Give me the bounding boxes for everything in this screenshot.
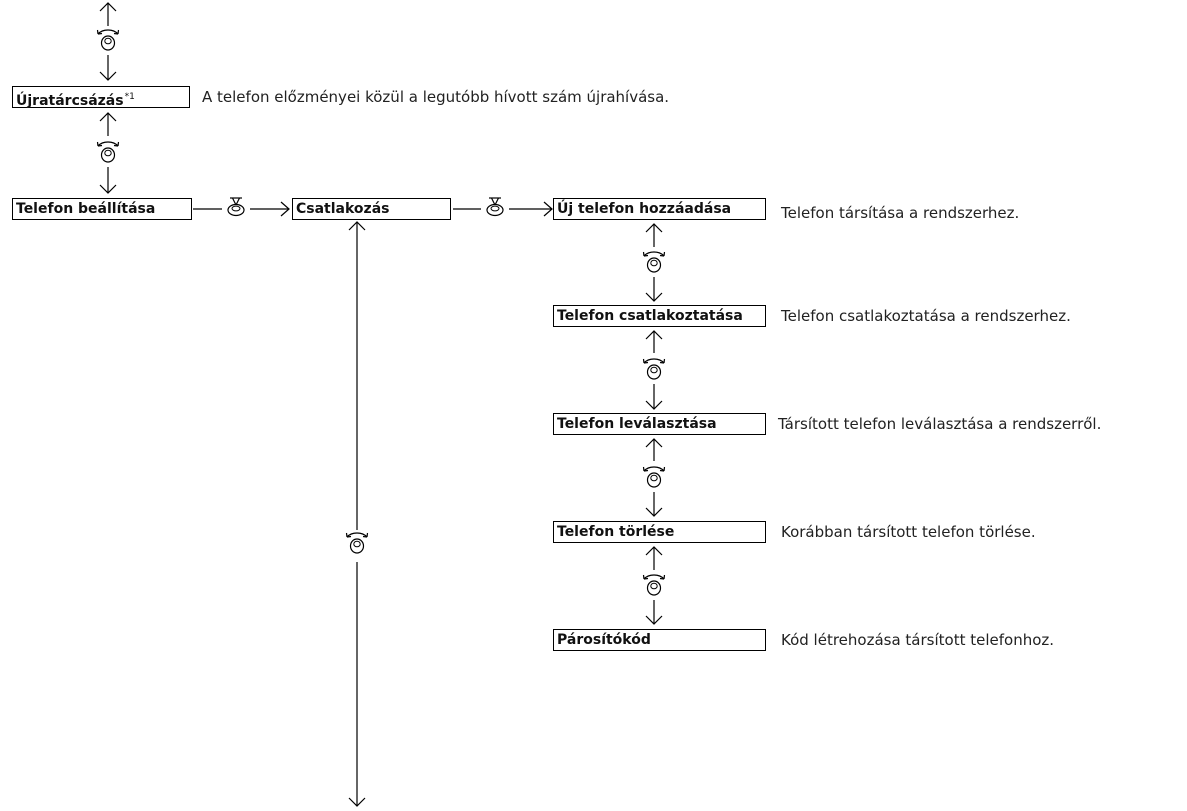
menu-item-phone-setup[interactable]: Telefon beállítása xyxy=(12,198,192,220)
down-arrow xyxy=(645,600,663,625)
menu-item-add-new-phone[interactable]: Új telefon hozzáadása xyxy=(553,198,766,220)
up-arrow xyxy=(645,223,663,247)
press-knob-icon xyxy=(227,197,245,217)
menu-item-label: Telefon leválasztása xyxy=(557,416,717,432)
menu-item-description: Telefon társítása a rendszerhez. xyxy=(781,204,1020,222)
menu-item-connect-phone[interactable]: Telefon csatlakoztatása xyxy=(553,305,766,327)
menu-item-label: Telefon beállítása xyxy=(16,201,156,217)
down-arrow xyxy=(645,492,663,517)
up-arrow xyxy=(645,438,663,461)
menu-item-redial[interactable]: Újratárcsázás*1 xyxy=(12,86,190,109)
footnote-mark: *1 xyxy=(124,92,135,102)
down-arrow xyxy=(99,55,117,81)
rotate-knob-icon xyxy=(345,532,369,554)
down-arrow xyxy=(645,384,663,410)
rotate-knob-icon xyxy=(642,358,666,380)
down-arrow xyxy=(99,167,117,194)
menu-item-label: Telefon törlése xyxy=(557,524,675,540)
menu-item-description: Társított telefon leválasztása a rendsze… xyxy=(778,415,1102,433)
menu-item-delete-phone[interactable]: Telefon törlése xyxy=(553,521,766,543)
up-arrow xyxy=(99,112,117,136)
rotate-knob-icon xyxy=(642,251,666,273)
menu-item-description: Telefon csatlakoztatása a rendszerhez. xyxy=(781,307,1071,325)
connector-arrow xyxy=(453,201,553,217)
menu-item-description: Kód létrehozása társított telefonhoz. xyxy=(781,631,1055,649)
top-up-arrow xyxy=(99,2,117,26)
rotate-knob-icon xyxy=(96,141,120,163)
menu-item-label: Új telefon hozzáadása xyxy=(557,201,732,217)
rotate-knob-icon xyxy=(642,574,666,596)
menu-item-label: Párosítókód xyxy=(557,632,651,648)
down-arrow xyxy=(645,277,663,302)
menu-item-label: Újratárcsázás xyxy=(16,93,124,109)
menu-item-label: Csatlakozás xyxy=(296,201,390,217)
menu-item-description: Korábban társított telefon törlése. xyxy=(781,523,1036,541)
menu-item-disconnect-phone[interactable]: Telefon leválasztása xyxy=(553,413,766,435)
press-knob-icon xyxy=(486,197,504,217)
rotate-knob-icon xyxy=(642,466,666,488)
menu-item-connection[interactable]: Csatlakozás xyxy=(292,198,451,220)
rotate-knob-icon xyxy=(96,29,120,51)
connector-arrow xyxy=(193,201,290,217)
up-arrow xyxy=(645,546,663,570)
menu-item-description: A telefon előzményei közül a legutóbb hí… xyxy=(202,88,670,106)
menu-item-pairing-code[interactable]: Párosítókód xyxy=(553,629,766,651)
long-vertical-arrow xyxy=(348,221,366,807)
up-arrow xyxy=(645,330,663,353)
menu-item-label: Telefon csatlakoztatása xyxy=(557,308,743,324)
